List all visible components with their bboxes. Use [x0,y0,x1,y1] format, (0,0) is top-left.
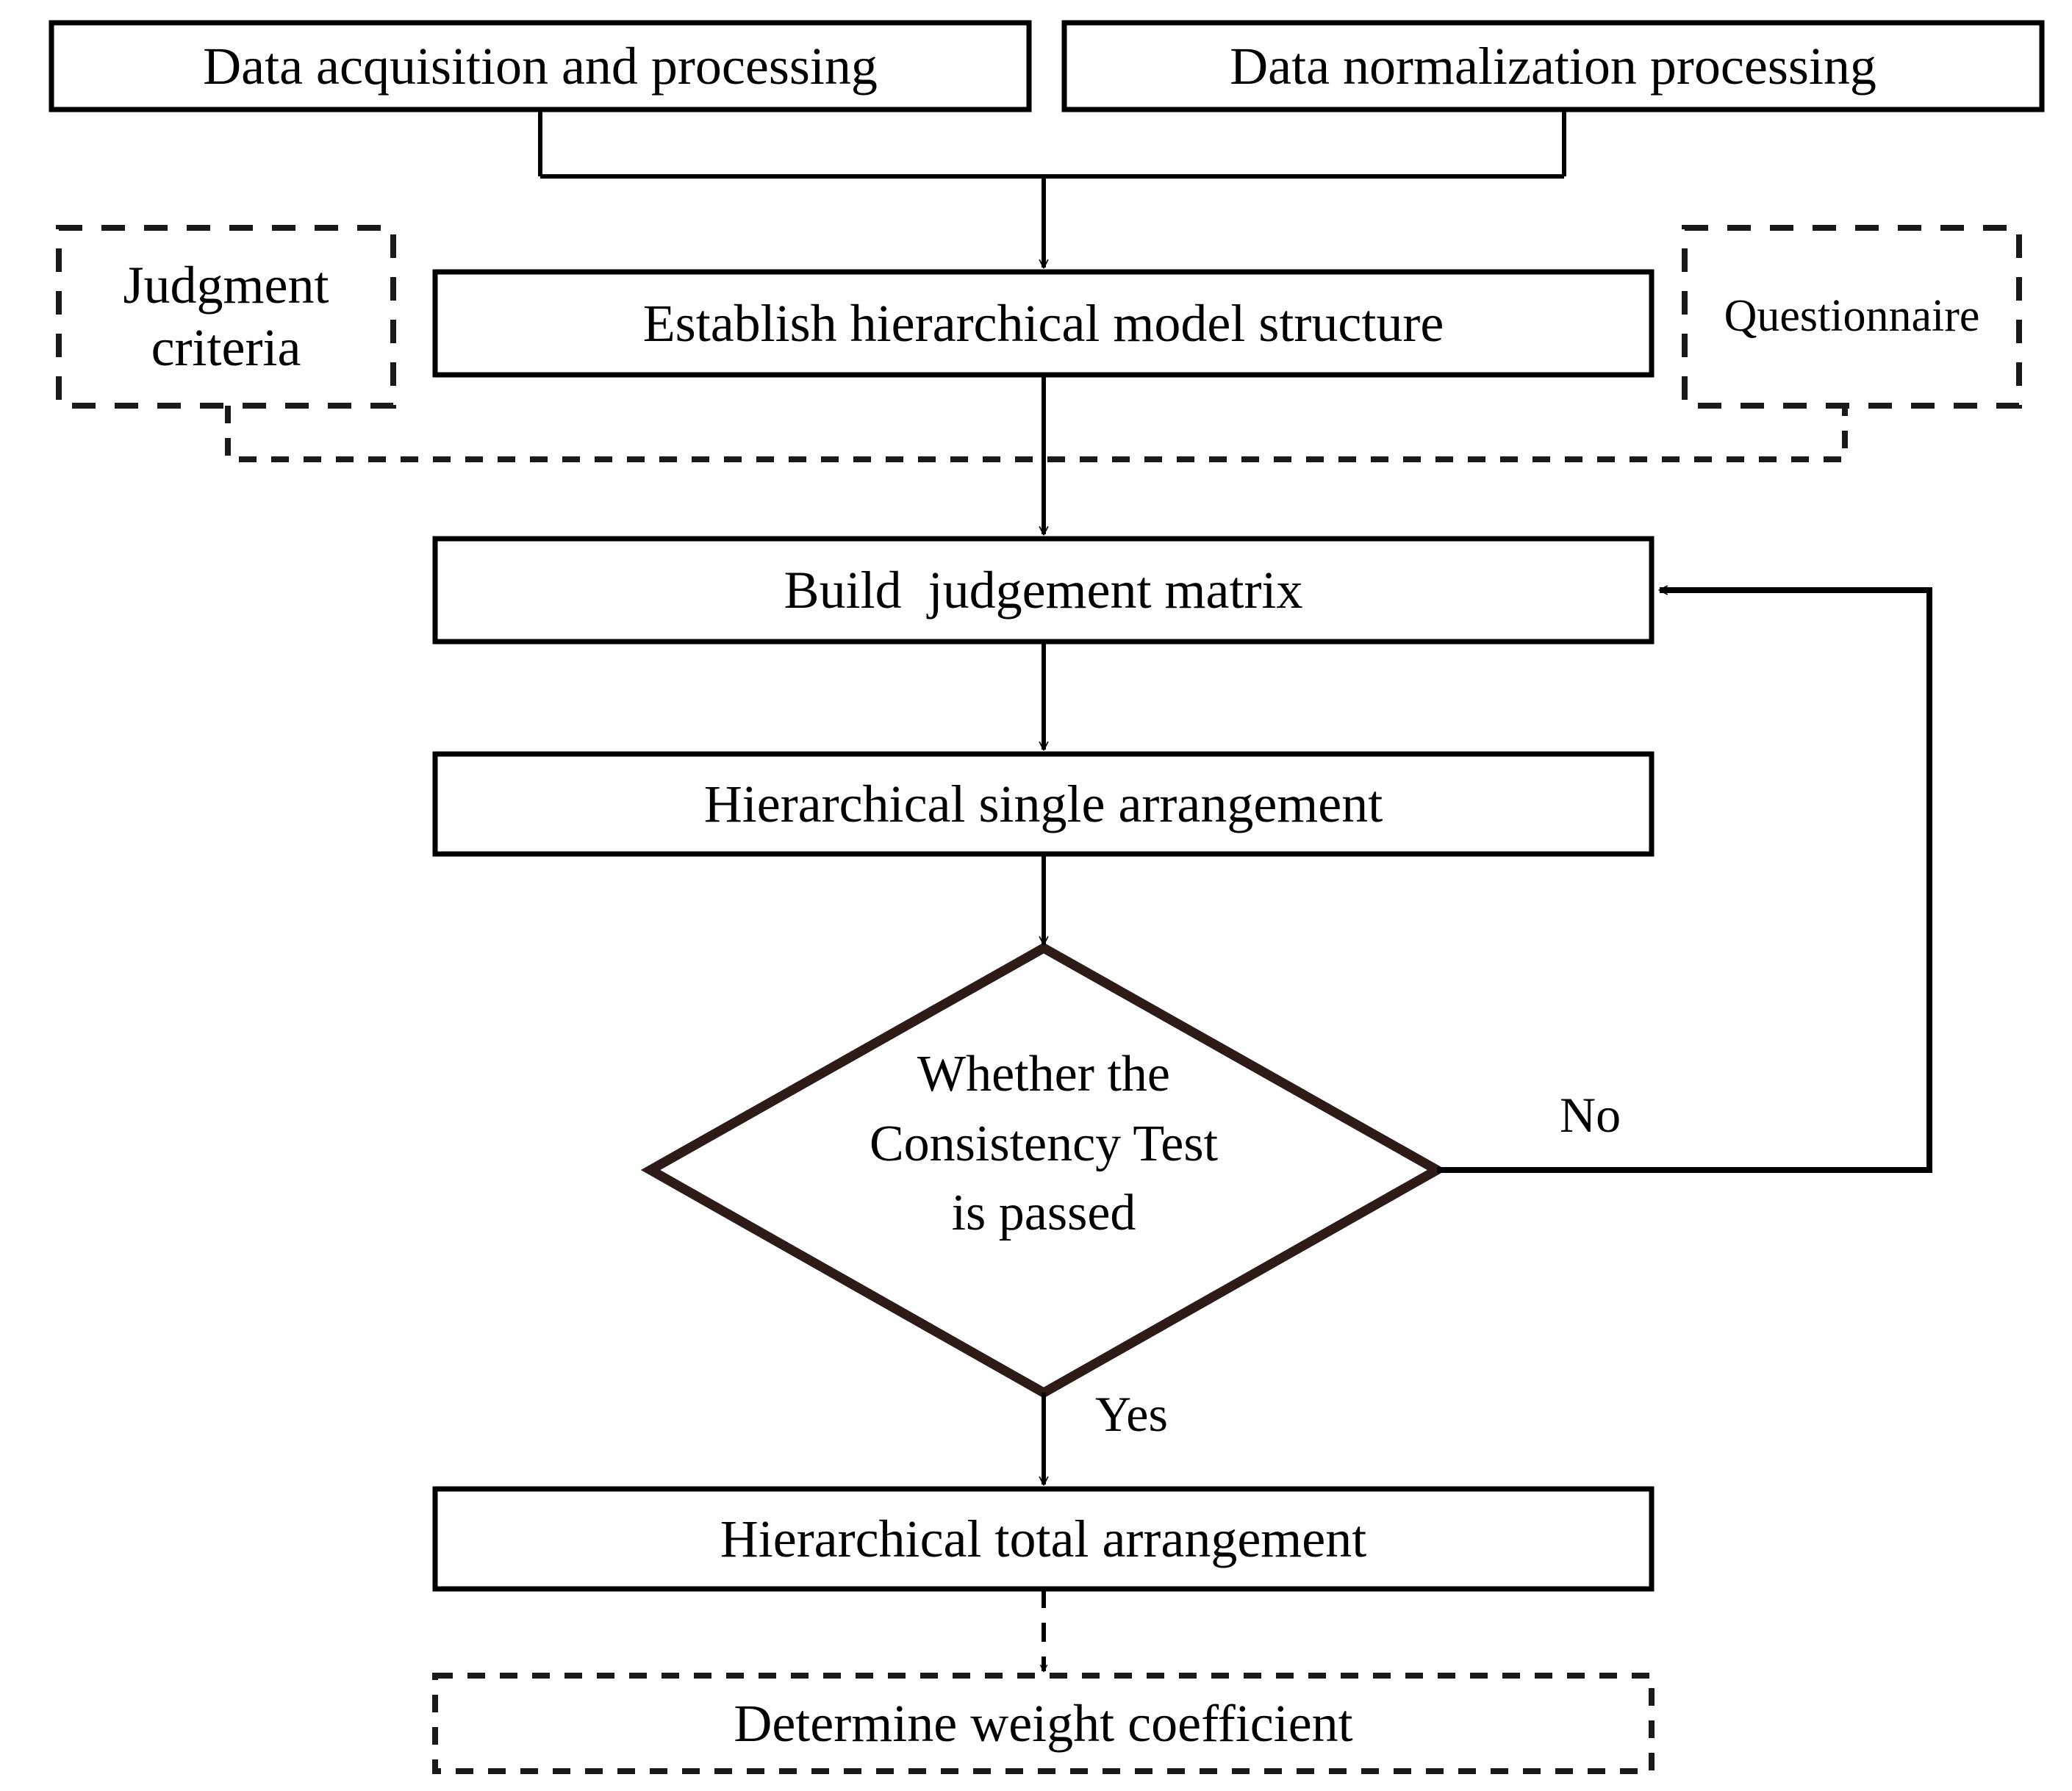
node-questionnaire [1682,225,2022,409]
edge-criteria-to-matrix [225,406,1848,462]
node-weight-coefficient [432,1673,1655,1774]
node-data-normalization [1061,20,2045,112]
node-consistency-test [640,942,1447,1399]
node-total-arrangement [432,1486,1655,1592]
node-build-matrix [432,536,1655,645]
node-single-arrangement [432,751,1655,857]
node-data-acquisition [49,20,1032,112]
node-establish-model [432,269,1655,378]
edge-merge-bar [540,174,1564,268]
node-judgment-criteria [56,225,396,409]
edge-test-no-loop [1437,590,1932,1173]
